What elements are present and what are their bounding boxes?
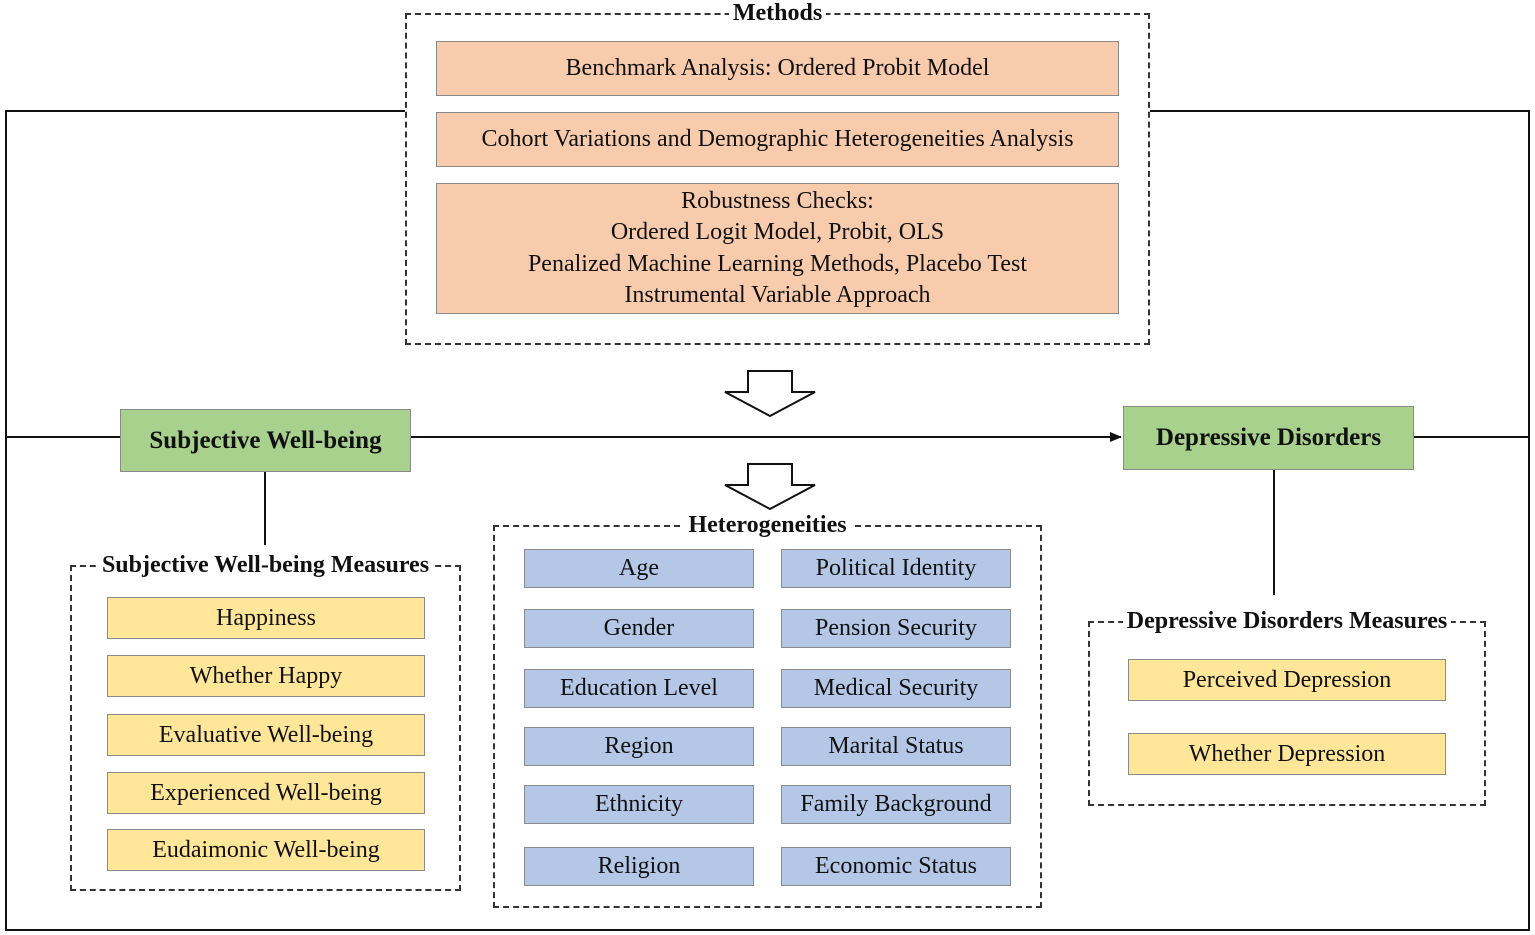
robustness-line-2: Ordered Logit Model, Probit, OLS <box>610 219 945 245</box>
heterogeneity-item: Age <box>524 549 754 588</box>
heterogeneity-item: Pension Security <box>781 609 1011 648</box>
robustness-line-3: Penalized Machine Learning Methods, Plac… <box>527 250 1028 277</box>
depressive-disorders-node: Depressive Disorders <box>1123 406 1414 470</box>
heterogeneity-item: Family Background <box>781 785 1011 824</box>
heterogeneity-item: Gender <box>524 609 754 648</box>
heterogeneity-item: Political Identity <box>781 549 1011 588</box>
block-arrow-down-icon <box>724 370 816 418</box>
heterogeneity-item: Economic Status <box>781 847 1011 886</box>
method-cohort-heterogeneity-analysis: Cohort Variations and Demographic Hetero… <box>436 112 1119 167</box>
dd-measure-item: Whether Depression <box>1128 733 1446 775</box>
heterogeneity-item: Education Level <box>524 669 754 708</box>
dd-measure-item: Perceived Depression <box>1128 659 1446 701</box>
dd-measures-group: Depressive Disorders Measures <box>1088 608 1486 806</box>
swb-measure-item: Evaluative Well-being <box>107 714 425 756</box>
swb-measure-item: Experienced Well-being <box>107 772 425 814</box>
heterogeneity-item: Region <box>524 727 754 766</box>
heterogeneity-item: Medical Security <box>781 669 1011 708</box>
heterogeneity-item: Marital Status <box>781 727 1011 766</box>
heterogeneity-item: Religion <box>524 847 754 886</box>
outer-frame-line <box>5 110 1530 931</box>
swb-measure-item: Eudaimonic Well-being <box>107 829 425 871</box>
subjective-well-being-node: Subjective Well-being <box>120 409 411 472</box>
heterogeneity-item: Ethnicity <box>524 785 754 824</box>
robustness-line-4: Instrumental Variable Approach <box>624 282 931 308</box>
block-arrow-down-icon-2 <box>724 463 816 511</box>
robustness-line-1: Robustness Checks: <box>681 187 874 214</box>
swb-measure-item: Whether Happy <box>107 655 425 697</box>
swb-measure-item: Happiness <box>107 597 425 639</box>
method-robustness-checks: Robustness Checks: Ordered Logit Model, … <box>436 183 1119 314</box>
method-benchmark-analysis: Benchmark Analysis: Ordered Probit Model <box>436 41 1119 96</box>
